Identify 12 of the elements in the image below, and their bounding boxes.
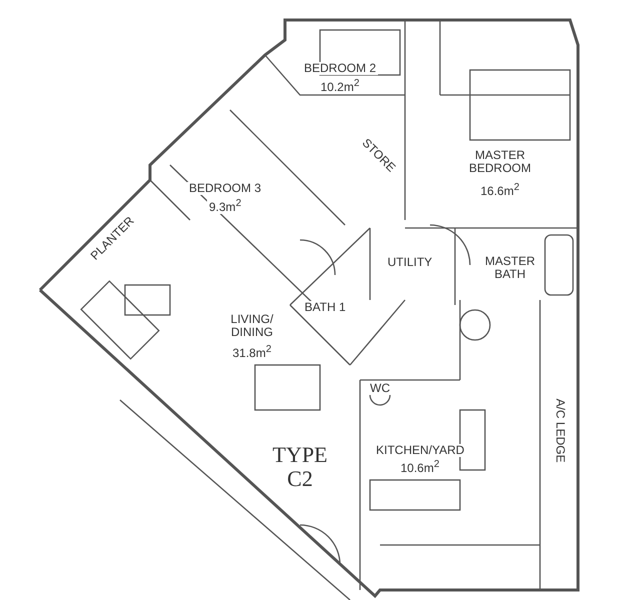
room-label: 10.6m$^{2}$ — [398, 459, 442, 476]
room-label: 9.3m$^{2}$ — [207, 198, 244, 214]
room-label: UTILITY — [386, 256, 434, 269]
room-label: WC — [368, 382, 392, 395]
room-label: KITCHEN/YARD — [374, 444, 466, 457]
room-label: 31.8m$^{2}$ — [230, 344, 274, 360]
room-label: BEDROOM 2 — [302, 62, 378, 75]
room-label: A/C LEDGE — [553, 396, 567, 464]
room-label: BATH 1 — [302, 300, 348, 314]
room-label: 10.2m$^{2}$ — [318, 78, 362, 94]
room-label: BEDROOM 3 — [187, 182, 264, 195]
room-label: 16.6m$^{2}$ — [478, 182, 522, 198]
